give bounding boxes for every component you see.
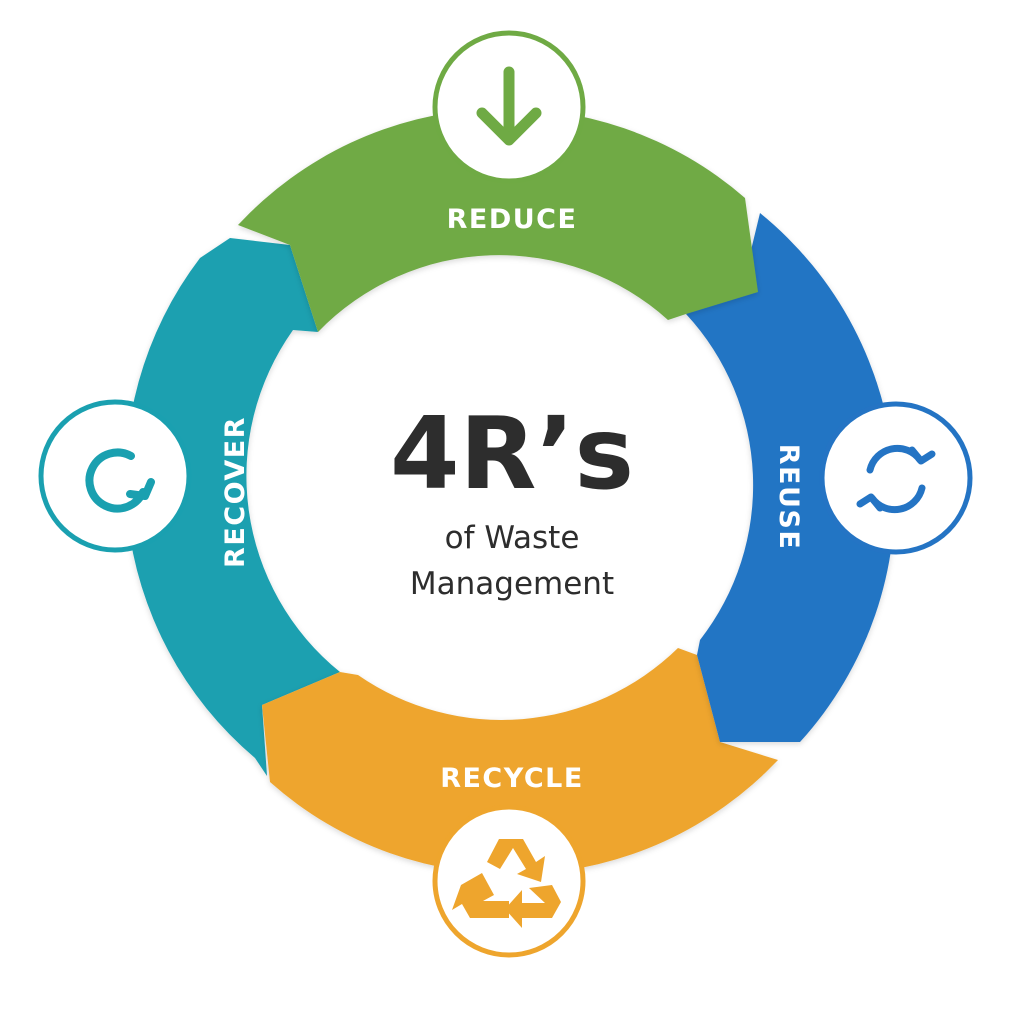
recycle-icon (452, 839, 561, 928)
reuse-icon-badge (819, 401, 973, 555)
circular-arrow-icon (85, 448, 155, 513)
arrow-down-icon (476, 66, 542, 146)
center-subtitle-line1: of Waste (445, 520, 580, 556)
reuse-segment (686, 213, 895, 742)
reduce-icon-badge (432, 30, 586, 184)
center-title: 4R’s (390, 395, 634, 512)
cycle-ring (125, 108, 895, 875)
recover-segment (125, 238, 340, 776)
recover-label: RECOVER (220, 416, 251, 568)
reduce-label: REDUCE (447, 204, 578, 235)
reuse-label: REUSE (773, 444, 804, 551)
recycle-label: RECYCLE (440, 763, 584, 794)
recycle-segment (262, 648, 778, 875)
cycle-arrows-icon (856, 444, 936, 514)
reduce-segment (238, 108, 758, 332)
recover-icon-badge (38, 399, 192, 553)
center-subtitle-line2: Management (410, 566, 614, 602)
recycle-icon-badge (432, 804, 586, 958)
